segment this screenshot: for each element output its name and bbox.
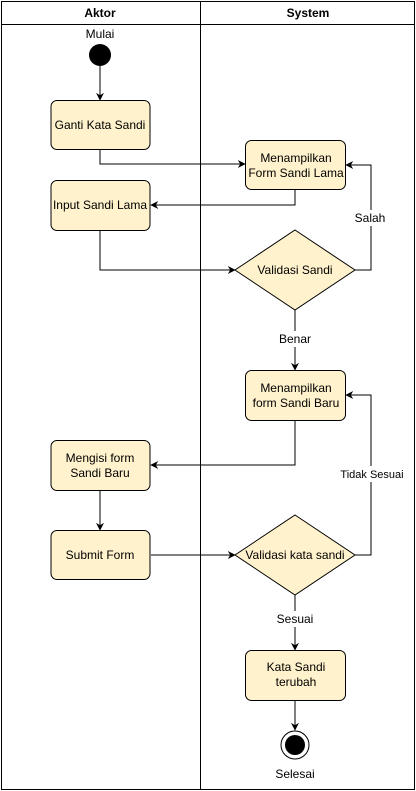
edge-label-tidak-sesuai: Tidak Sesuai bbox=[340, 469, 403, 481]
edge-tampil-lama-input bbox=[150, 190, 296, 209]
node-mengisi-form-line-1: Mengisi form bbox=[66, 451, 135, 465]
node-menampilkan-form-sandi-lama bbox=[245, 140, 346, 190]
node-menampilkan-lama-line-1: Menampilkan bbox=[260, 151, 331, 165]
node-ganti-kata-sandi-label: Ganti Kata Sandi bbox=[55, 118, 146, 132]
edge-label-benar: Benar bbox=[279, 332, 311, 346]
node-ganti-kata-sandi bbox=[50, 100, 151, 150]
node-input-sandi-lama-label: Input Sandi Lama bbox=[53, 198, 147, 212]
edge-ganti-tampil-lama bbox=[99, 150, 246, 168]
node-validasi-kata-sandi-label: Validasi kata sandi bbox=[245, 548, 344, 562]
start-label: Mulai bbox=[86, 27, 115, 41]
edge-label-sesuai: Sesuai bbox=[277, 612, 314, 626]
node-input-sandi-lama bbox=[50, 180, 151, 231]
edge-tampil-baru-mengisi bbox=[150, 421, 296, 469]
node-kata-sandi-terubah bbox=[245, 650, 346, 701]
node-validasi-kata-sandi bbox=[234, 514, 356, 596]
node-submit-form-label: Submit Form bbox=[66, 548, 135, 562]
node-kata-sandi-terubah-line-1: Kata Sandi bbox=[267, 660, 326, 674]
edge-label-salah: Salah bbox=[355, 211, 386, 225]
node-mengisi-form bbox=[50, 440, 151, 491]
end-node bbox=[280, 730, 310, 760]
lane-title-system: System bbox=[287, 6, 330, 20]
edge-input-validasi bbox=[99, 231, 236, 274]
end-label: Selesai bbox=[275, 767, 314, 781]
node-menampilkan-lama-line-2: Form Sandi Lama bbox=[248, 166, 344, 180]
node-validasi-sandi-label: Validasi Sandi bbox=[257, 263, 332, 277]
node-menampilkan-baru-line-2: form Sandi Baru bbox=[253, 396, 340, 410]
node-menampilkan-form-sandi-baru bbox=[245, 370, 346, 421]
node-menampilkan-baru-line-1: Menampilkan bbox=[260, 381, 331, 395]
node-submit-form bbox=[50, 530, 151, 580]
lane-title-actor: Aktor bbox=[84, 6, 116, 20]
node-mengisi-form-line-2: Sandi Baru bbox=[70, 466, 129, 480]
node-validasi-sandi bbox=[234, 229, 356, 311]
node-kata-sandi-terubah-line-2: terubah bbox=[276, 675, 317, 689]
start-node bbox=[89, 44, 111, 66]
